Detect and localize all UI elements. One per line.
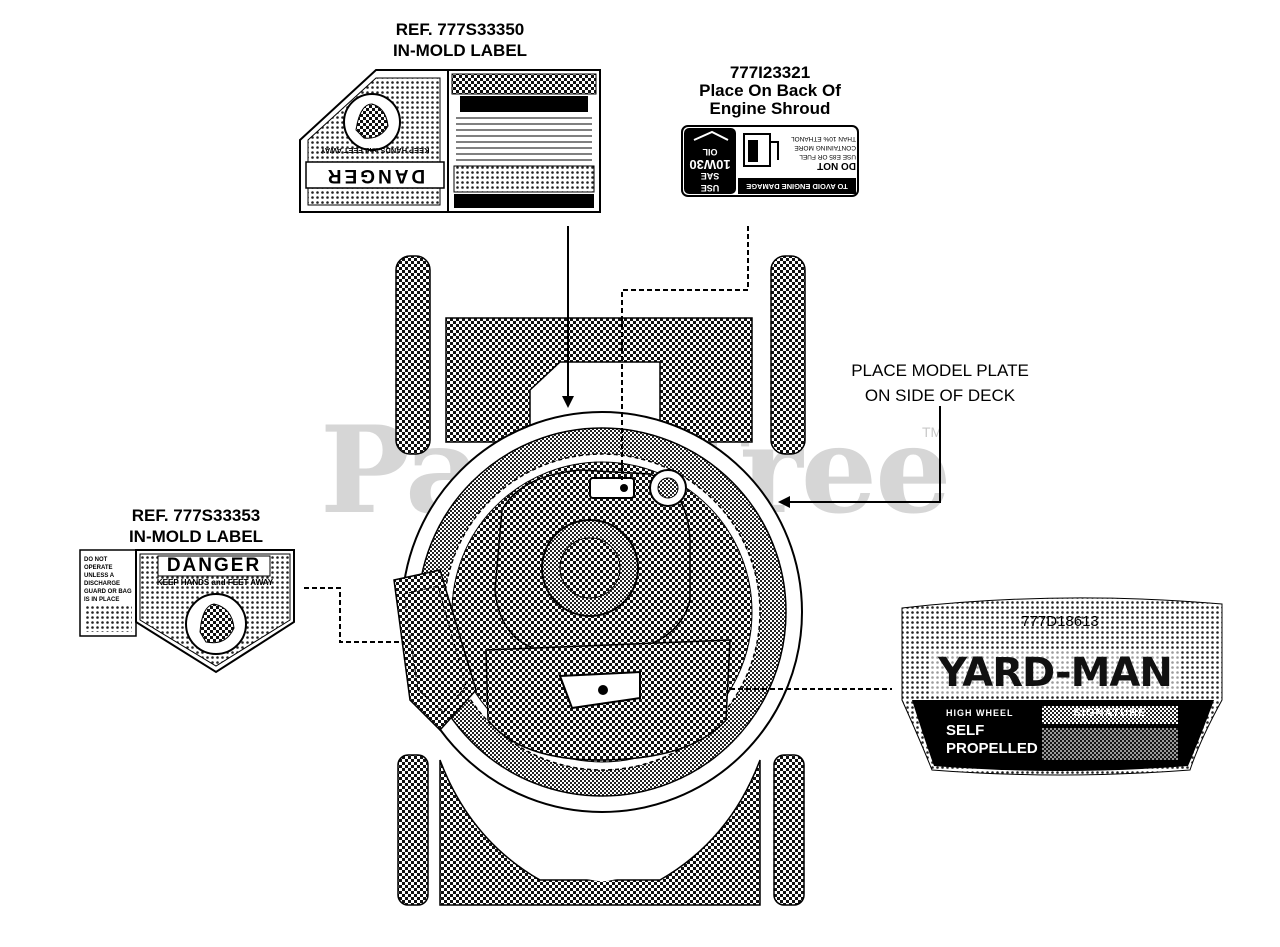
mower-handle-right bbox=[770, 255, 806, 455]
shroud-decal-spot bbox=[589, 477, 635, 499]
decal-top-danger: DANGER bbox=[324, 165, 426, 186]
shroud-instruction-line1: Place On Back Of bbox=[699, 81, 841, 100]
discharge-guard bbox=[393, 569, 477, 732]
model-plate-line1: PLACE MODEL PLATE bbox=[851, 361, 1029, 380]
fuel-caution: TO AVOID ENGINE DAMAGE bbox=[746, 182, 848, 191]
label-left-type: IN-MOLD LABEL bbox=[128, 527, 264, 546]
brand-name: YARD-MAN bbox=[930, 650, 1180, 696]
brand-model-lines: HIGH WHEEL SELF PROPELLED bbox=[946, 704, 1042, 758]
label-top-type: IN-MOLD LABEL bbox=[392, 41, 528, 60]
brand-series: SIGNATURE bbox=[1073, 707, 1147, 719]
decal-left-side-text: DO NOT OPERATE UNLESS A DISCHARGE GUARD … bbox=[84, 556, 132, 604]
wheel-rear-right bbox=[773, 754, 805, 906]
decal-fuel bbox=[681, 125, 859, 197]
decal-left-warning: KEEP HANDS and FEET AWAY bbox=[156, 578, 274, 587]
mower-handle-left bbox=[395, 255, 431, 455]
brand-line-b: SELF bbox=[946, 722, 985, 739]
decal-top bbox=[299, 69, 601, 213]
model-plate-line2: ON SIDE OF DECK bbox=[864, 386, 1016, 405]
brand-line-c: PROPELLED bbox=[946, 740, 1038, 757]
fuel-do-not: DO NOT bbox=[817, 160, 856, 171]
shroud-instruction-line2: Engine Shroud bbox=[709, 99, 831, 118]
label-top-ref: REF. 777S33350 bbox=[395, 20, 525, 39]
label-left-ref: REF. 777S33353 bbox=[131, 506, 261, 525]
oil-use: USE bbox=[700, 183, 720, 193]
fuel-text: USE E85 OR FUEL CONTAINING MORE THAN 10%… bbox=[790, 135, 856, 160]
oil-spec: USE SAE 10W30 OIL bbox=[684, 128, 736, 194]
brand-line-a: HIGH WHEEL bbox=[946, 708, 1014, 718]
brand-plate-part-number: 777D18613 bbox=[1021, 613, 1099, 630]
leader-lines bbox=[304, 226, 941, 690]
fuel-warning: DO NOT USE E85 OR FUEL CONTAINING MORE T… bbox=[776, 134, 856, 171]
shroud-part-number: 777I23321 bbox=[729, 63, 811, 82]
oil-grade: 10W30 bbox=[689, 157, 731, 172]
wheel-rear-left bbox=[397, 754, 429, 906]
decal-top-warning: KEEP HANDS and FEET AWAY bbox=[320, 146, 430, 155]
watermark-trademark: TM bbox=[922, 424, 943, 440]
mower-illustration bbox=[393, 255, 806, 906]
front-skirt bbox=[439, 759, 761, 906]
decal-left-danger: DANGER bbox=[166, 555, 262, 576]
